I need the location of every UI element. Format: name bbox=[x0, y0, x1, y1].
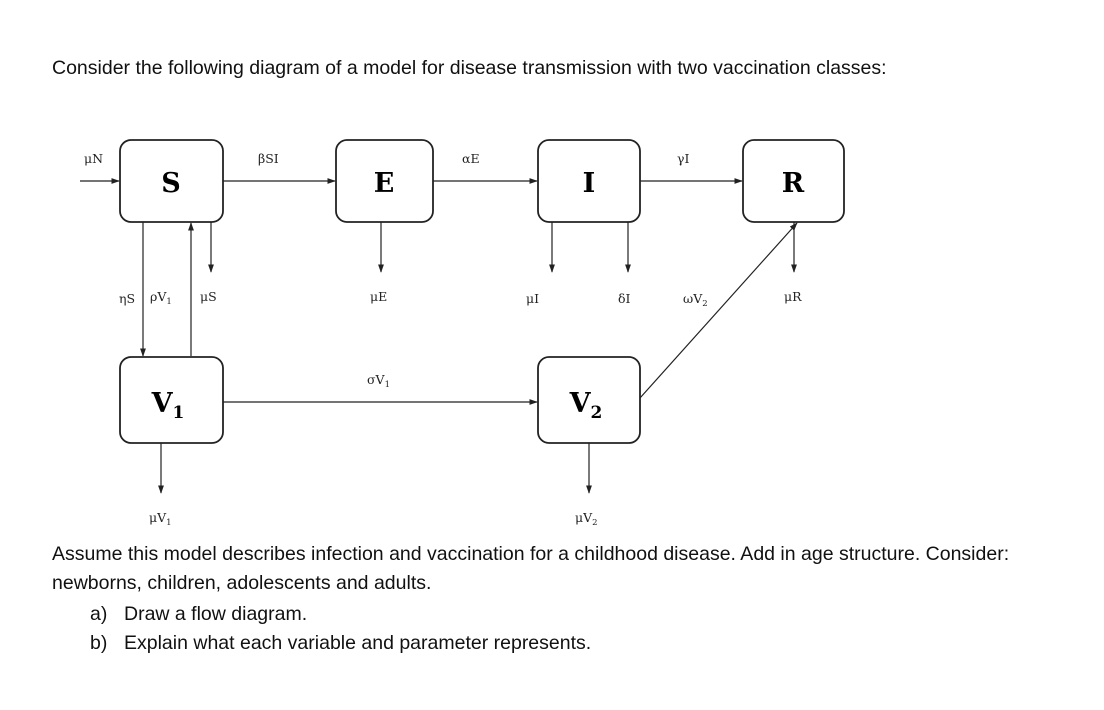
node-v2-label: V2 bbox=[569, 388, 603, 423]
question-label: b) bbox=[90, 632, 108, 654]
rate-mu-r: μR bbox=[784, 289, 802, 304]
rate-mu-v1: μV1 bbox=[149, 510, 172, 528]
rate-inflow: μN bbox=[84, 151, 103, 166]
question-text: Draw a flow diagram. bbox=[124, 603, 308, 625]
question-item: b) Explain what each variable and parame… bbox=[90, 629, 591, 658]
rate-mu-e: μE bbox=[370, 289, 387, 304]
rate-rho: ρV1 bbox=[150, 289, 172, 307]
rate-gamma: γI bbox=[677, 151, 689, 166]
node-v1: V1 bbox=[119, 356, 224, 444]
node-s-label: S bbox=[161, 168, 181, 199]
rate-sigma: σV1 bbox=[367, 372, 390, 390]
rate-omega: ωV2 bbox=[683, 291, 708, 309]
rate-beta: βSI bbox=[258, 151, 279, 166]
rate-mu-v2: μV2 bbox=[575, 510, 598, 528]
node-i: I bbox=[537, 139, 641, 223]
edges bbox=[80, 178, 798, 494]
node-v1-label: V1 bbox=[151, 388, 185, 423]
node-e: E bbox=[335, 139, 434, 223]
node-i-label: I bbox=[583, 168, 596, 199]
node-r: R bbox=[742, 139, 845, 223]
assumption-paragraph: Assume this model describes infection an… bbox=[52, 543, 1010, 594]
rate-eta: ηS bbox=[119, 291, 135, 306]
node-r-label: R bbox=[782, 168, 805, 199]
rate-alpha: αE bbox=[462, 151, 480, 166]
rate-mu-i: μI bbox=[526, 291, 539, 306]
rate-mu-s: μS bbox=[200, 289, 217, 304]
question-list: a) Draw a flow diagram. b) Explain what … bbox=[90, 600, 591, 658]
question-item: a) Draw a flow diagram. bbox=[90, 600, 591, 629]
node-e-label: E bbox=[374, 168, 395, 199]
intro-paragraph: Consider the following diagram of a mode… bbox=[52, 57, 887, 79]
edge-v2-to-r bbox=[639, 222, 798, 399]
question-text: Explain what each variable and parameter… bbox=[124, 632, 592, 654]
rate-labels: μN βSI αE γI ηS ρV1 μS μE μI δI ωV2 μR σ… bbox=[84, 151, 802, 528]
node-v2: V2 bbox=[537, 356, 641, 444]
rate-delta: δI bbox=[618, 291, 631, 306]
question-label: a) bbox=[90, 603, 108, 625]
node-s: S bbox=[119, 139, 224, 223]
